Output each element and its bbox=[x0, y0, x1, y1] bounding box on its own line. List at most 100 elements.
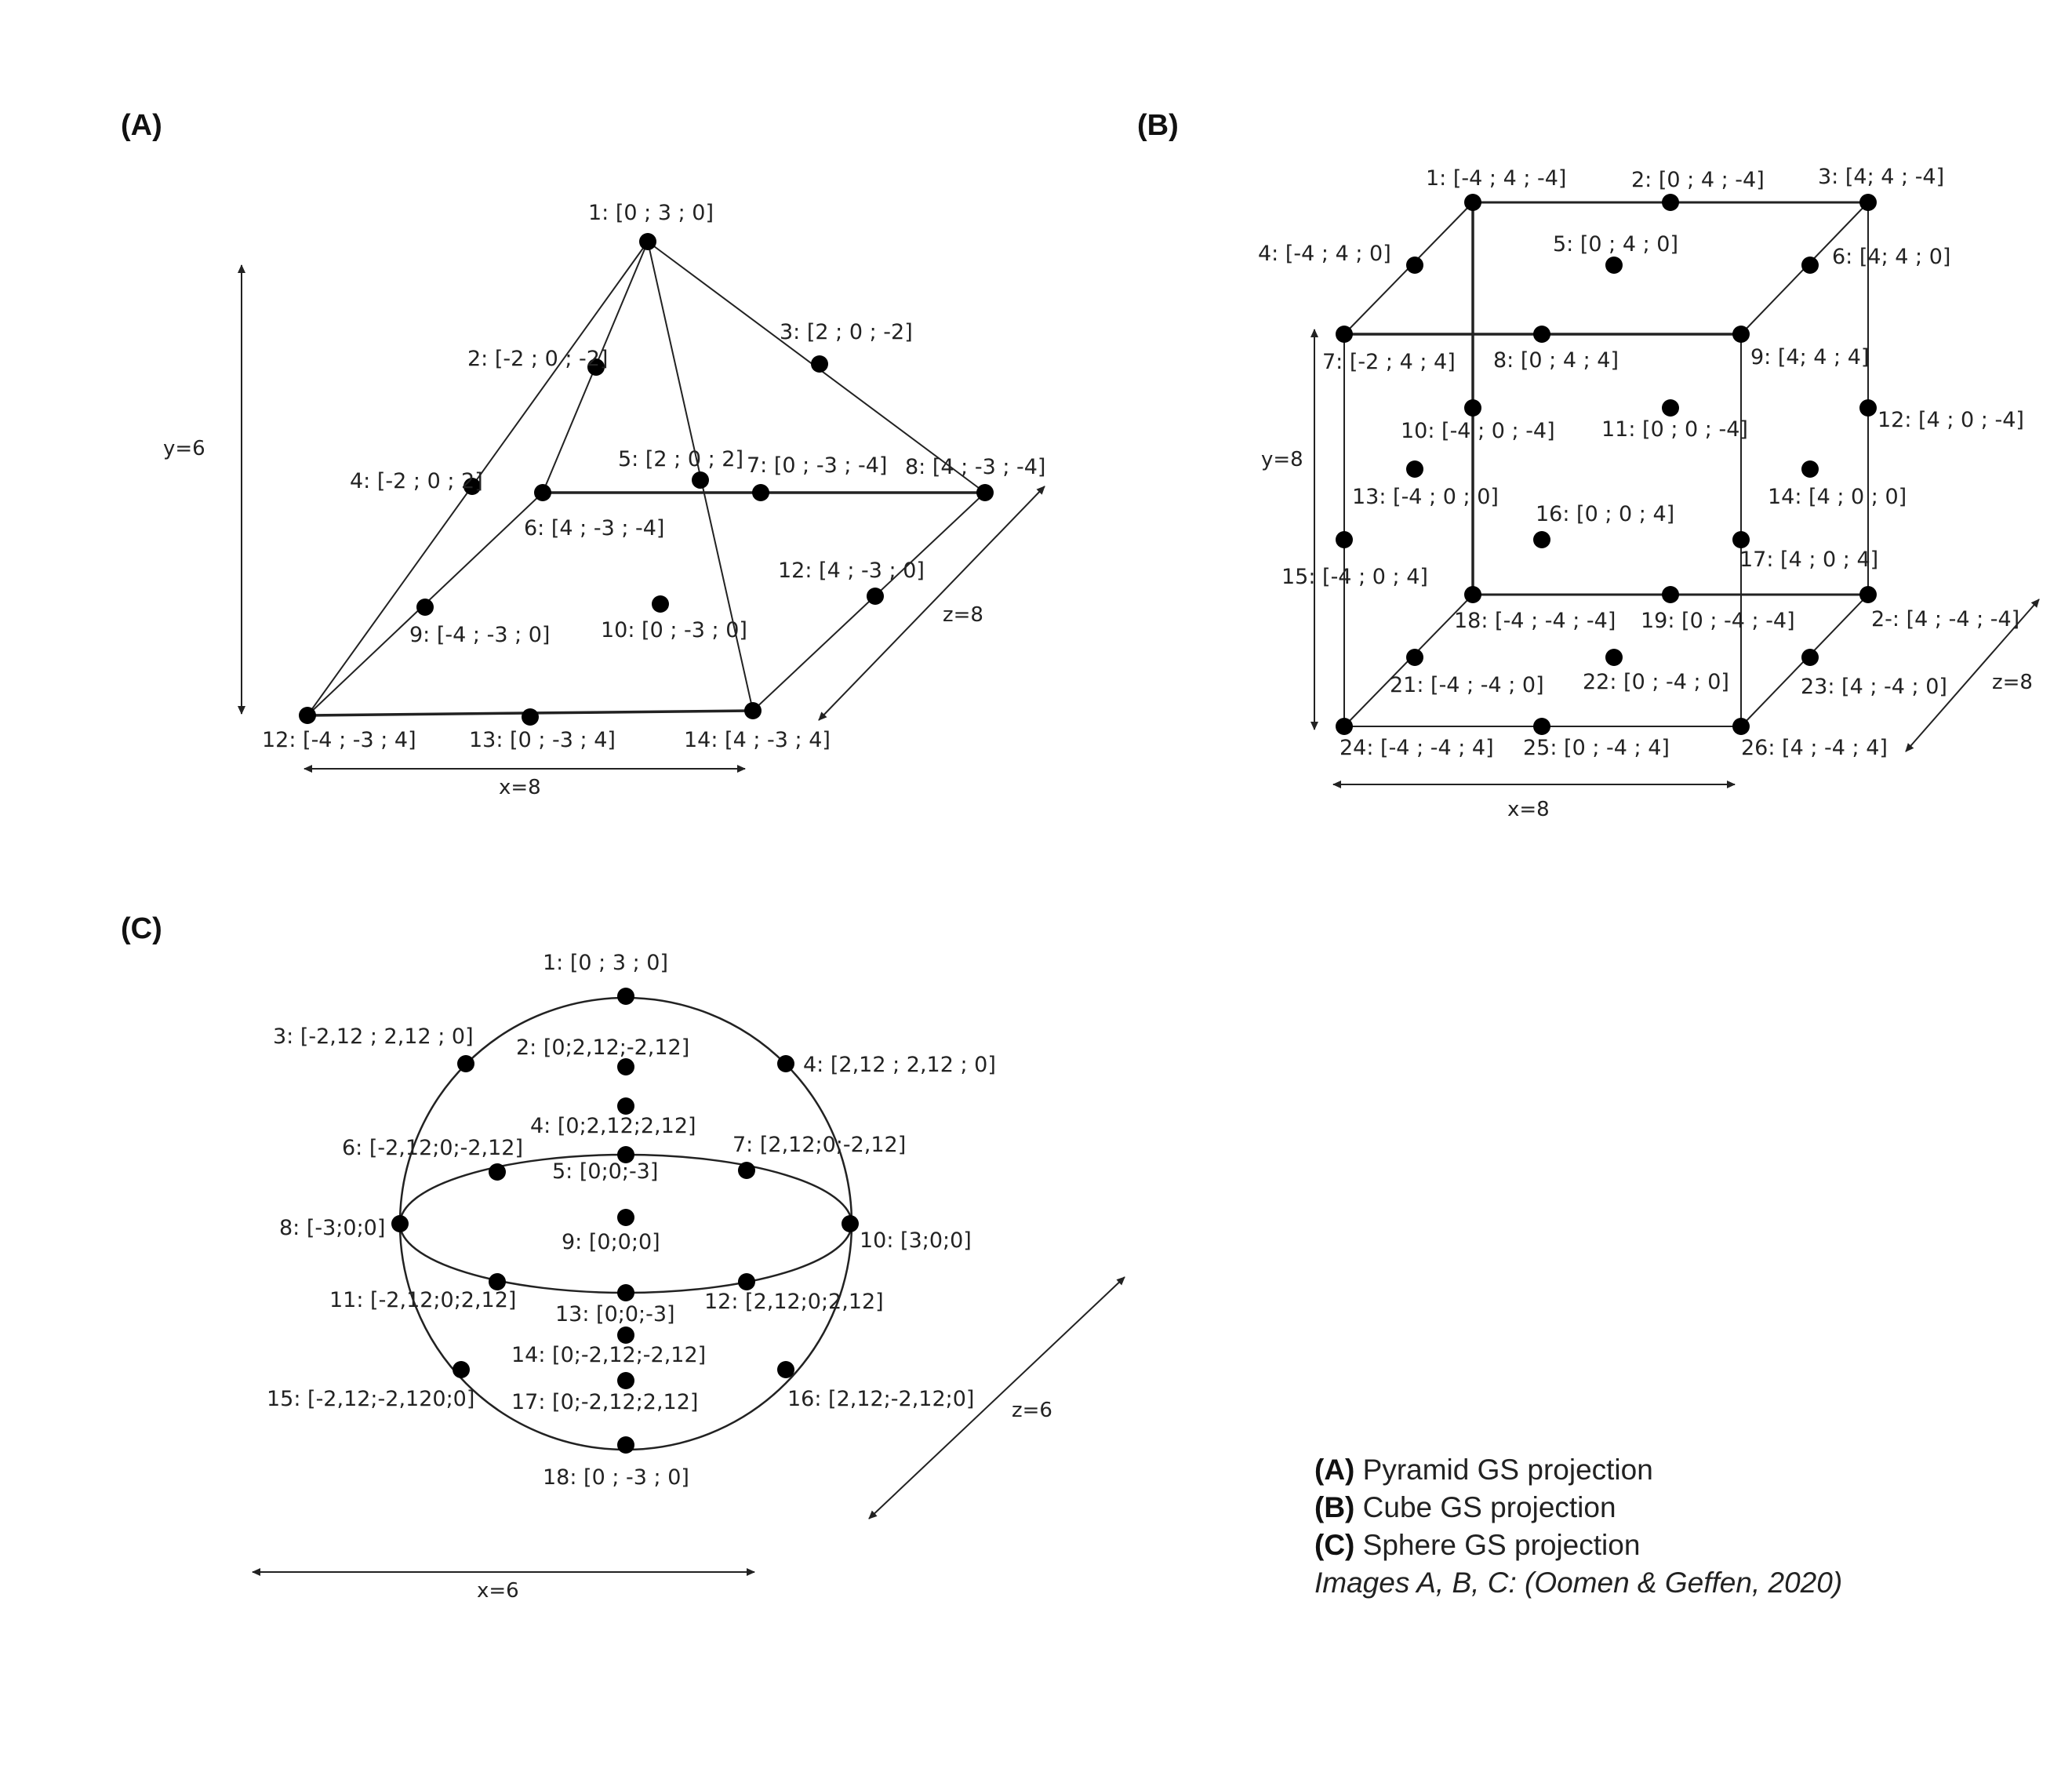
caption-text: Sphere GS projection bbox=[1362, 1529, 1641, 1561]
panel-c-label: (C) bbox=[121, 912, 162, 945]
vertex-c16 bbox=[777, 1361, 794, 1378]
point-label: 12: [4 ; -3 ; 0] bbox=[778, 559, 925, 583]
point-label: 16: [0 ; 0 ; 4] bbox=[1536, 502, 1674, 526]
x-dimension-label: x=8 bbox=[499, 776, 541, 799]
point-label: 12: [-4 ; -3 ; 4] bbox=[262, 728, 416, 752]
caption-tag: (C) bbox=[1314, 1529, 1355, 1561]
point-label: 22: [0 ; -4 ; 0] bbox=[1583, 670, 1729, 694]
vertex-a4 bbox=[463, 478, 481, 495]
vertex-c13 bbox=[617, 1284, 634, 1301]
point-label: 25: [0 ; -4 ; 4] bbox=[1523, 736, 1670, 760]
point-label: 13: [-4 ; 0 ; 0] bbox=[1352, 485, 1499, 509]
vertex-b10 bbox=[1464, 399, 1481, 417]
cube-front-face bbox=[1343, 333, 1742, 727]
cube-vertices bbox=[1336, 194, 1877, 735]
vertex-b13 bbox=[1406, 460, 1423, 478]
vertex-c12 bbox=[738, 1273, 755, 1290]
point-label: 21: [-4 ; -4 ; 0] bbox=[1390, 673, 1544, 697]
vertex-a9 bbox=[416, 599, 434, 616]
point-label: 7: [0 ; -3 ; -4] bbox=[747, 453, 887, 478]
point-label: 16: [2,12;-2,12;0] bbox=[787, 1387, 974, 1411]
point-label: 17: [0;-2,12;2,12] bbox=[511, 1390, 698, 1414]
point-label: 9: [4; 4 ; 4] bbox=[1750, 345, 1869, 369]
point-label: 1: [-4 ; 4 ; -4] bbox=[1426, 166, 1566, 191]
vertex-c10 bbox=[842, 1215, 859, 1232]
vertex-a6 bbox=[534, 484, 551, 501]
vertex-b8 bbox=[1533, 326, 1550, 343]
point-label: 6: [4; 4 ; 0] bbox=[1832, 245, 1950, 269]
cube-labels: 1: [-4 ; 4 ; -4] 2: [0 ; 4 ; -4] 3: [4; … bbox=[1258, 165, 2024, 760]
vertex-b26 bbox=[1732, 718, 1750, 735]
vertex-a12b bbox=[867, 588, 884, 605]
vertex-a5 bbox=[692, 471, 709, 489]
vertex-c15 bbox=[453, 1361, 470, 1378]
figure-caption: (A) Pyramid GS projection (B) Cube GS pr… bbox=[1314, 1451, 1842, 1602]
point-label: 2-: [4 ; -4 ; -4] bbox=[1871, 607, 2019, 631]
edge bbox=[307, 241, 649, 716]
vertex-b25 bbox=[1533, 718, 1550, 735]
vertex-c2 bbox=[617, 1058, 634, 1075]
point-label: 8: [4 ; -3 ; -4] bbox=[905, 455, 1045, 479]
point-label: 10: [-4 ; 0 ; -4] bbox=[1401, 419, 1555, 443]
vertex-b23 bbox=[1801, 649, 1819, 666]
vertex-a12 bbox=[299, 707, 316, 724]
vertex-b19 bbox=[1662, 586, 1679, 603]
point-label: 6: [-2,12;0;-2,12] bbox=[342, 1136, 523, 1160]
point-label: 5: [0;0;-3] bbox=[552, 1159, 658, 1184]
point-label: 15: [-4 ; 0 ; 4] bbox=[1281, 565, 1428, 589]
point-label: 3: [-2,12 ; 2,12 ; 0] bbox=[273, 1024, 474, 1049]
panel-a-label: (A) bbox=[121, 109, 162, 142]
caption-line-a: (A) Pyramid GS projection bbox=[1314, 1451, 1842, 1489]
caption-tag: (B) bbox=[1314, 1491, 1355, 1523]
vertex-b2 bbox=[1662, 194, 1679, 211]
point-label: 6: [4 ; -3 ; -4] bbox=[524, 516, 664, 540]
point-label: 2: [0 ; 4 ; -4] bbox=[1631, 168, 1765, 192]
point-label: 18: [-4 ; -4 ; -4] bbox=[1454, 609, 1616, 633]
vertex-c8 bbox=[391, 1215, 409, 1232]
vertex-b18 bbox=[1464, 586, 1481, 603]
point-label: 10: [3;0;0] bbox=[860, 1228, 972, 1253]
vertex-b4 bbox=[1406, 257, 1423, 274]
point-label: 13: [0;0;-3] bbox=[555, 1302, 675, 1326]
vertex-c18 bbox=[617, 1436, 634, 1454]
x-dimension-label: x=8 bbox=[1507, 798, 1550, 821]
vertex-a7 bbox=[752, 484, 769, 501]
vertex-c4 bbox=[777, 1055, 794, 1072]
caption-line-b: (B) Cube GS projection bbox=[1314, 1489, 1842, 1527]
point-label: 9: [-4 ; -3 ; 0] bbox=[409, 623, 550, 647]
point-label: 14: [4 ; 0 ; 0] bbox=[1768, 485, 1907, 509]
point-label: 15: [-2,12;-2,120;0] bbox=[267, 1387, 474, 1411]
vertex-c7 bbox=[738, 1162, 755, 1179]
z-dimension-label: z=8 bbox=[1992, 671, 2033, 694]
point-label: 10: [0 ; -3 ; 0] bbox=[601, 618, 747, 642]
vertex-c4b bbox=[617, 1097, 634, 1115]
point-label: 26: [4 ; -4 ; 4] bbox=[1741, 736, 1888, 760]
point-label: 5: [0 ; 4 ; 0] bbox=[1553, 232, 1678, 257]
y-dimension-label: y=6 bbox=[163, 437, 205, 460]
point-label: 14: [4 ; -3 ; 4] bbox=[684, 728, 831, 752]
point-label: 4: [-2 ; 0 ; 2] bbox=[350, 469, 483, 493]
point-label: 8: [-3;0;0] bbox=[279, 1216, 385, 1240]
point-label: 19: [0 ; -4 ; -4] bbox=[1641, 609, 1795, 633]
pyramid-labels: 1: [0 ; 3 ; 0] 2: [-2 ; 0 ; -2] 3: [2 ; … bbox=[262, 201, 1045, 752]
point-label: 12: [2,12;0;2,12] bbox=[704, 1290, 884, 1314]
vertex-c9 bbox=[617, 1209, 634, 1226]
vertex-a3 bbox=[811, 355, 828, 373]
point-label: 7: [-2 ; 4 ; 4] bbox=[1322, 350, 1456, 374]
vertex-c11 bbox=[489, 1273, 506, 1290]
z-dimension-label: z=8 bbox=[943, 603, 983, 627]
vertex-a1 bbox=[639, 233, 656, 250]
vertex-b17 bbox=[1732, 531, 1750, 548]
point-label: 14: [0;-2,12;-2,12] bbox=[511, 1343, 706, 1367]
point-label: 2: [0;2,12;-2,12] bbox=[516, 1035, 689, 1060]
vertex-c14 bbox=[617, 1326, 634, 1344]
vertex-b9 bbox=[1732, 326, 1750, 343]
cube-dimensions: y=8 x=8 z=8 bbox=[1261, 329, 2040, 821]
vertex-b24 bbox=[1336, 718, 1353, 735]
point-label: 4: [2,12 ; 2,12 ; 0] bbox=[803, 1053, 996, 1077]
point-label: 8: [0 ; 4 ; 4] bbox=[1493, 348, 1619, 373]
point-label: 24: [-4 ; -4 ; 4] bbox=[1340, 736, 1494, 760]
vertex-a10 bbox=[652, 595, 669, 613]
caption-citation: Images A, B, C: (Oomen & Geffen, 2020) bbox=[1314, 1567, 1843, 1599]
